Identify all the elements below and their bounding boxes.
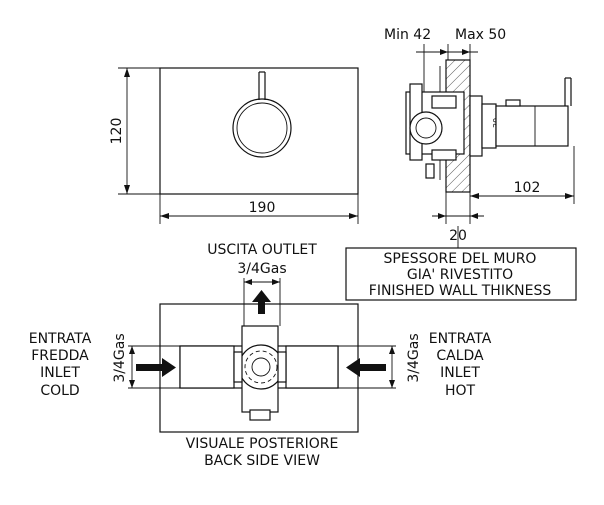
valve-port-circle xyxy=(409,111,443,145)
min-label: Min 42 xyxy=(384,27,431,43)
back-view-line1: VISUALE POSTERIORE xyxy=(186,436,339,452)
max-label: Max 50 xyxy=(455,27,506,43)
hot-line1: ENTRATA xyxy=(429,331,492,347)
height-label: 120 xyxy=(109,118,125,145)
hot-arrow-head xyxy=(346,358,360,377)
cold-line1: ENTRATA xyxy=(29,331,92,347)
hot-gas: 3/4Gas xyxy=(406,333,422,382)
width-label: 190 xyxy=(249,200,276,216)
plate-profile xyxy=(469,95,483,157)
depth-label: 102 xyxy=(514,180,541,196)
wall-note-line1: SPESSORE DEL MURO xyxy=(384,251,537,267)
back-cartridge xyxy=(238,344,284,390)
handle-body xyxy=(495,105,569,147)
hot-line4: HOT xyxy=(445,383,476,399)
cold-inlet: ENTRATA FREDDA INLET COLD 3/4Gas xyxy=(29,331,180,399)
height-dimension: 120 xyxy=(109,67,160,195)
front-plate xyxy=(159,67,359,195)
hot-arrow-shaft xyxy=(358,364,386,371)
width-dimension: 190 xyxy=(159,194,359,224)
hot-inlet: ENTRATA CALDA INLET HOT 3/4Gas xyxy=(338,331,492,399)
cold-line2: FREDDA xyxy=(31,348,89,364)
outlet-arrow-shaft xyxy=(258,300,265,314)
outlet-line2: 3/4Gas xyxy=(237,261,286,277)
wall-note: SPESSORE DEL MURO GIA' RIVESTITO FINISHE… xyxy=(345,226,577,301)
wall-note-line2: GIA' RIVESTITO xyxy=(407,267,513,283)
hot-line2: CALDA xyxy=(436,348,484,364)
outlet-arrow-head xyxy=(252,290,271,302)
front-view: 120 190 xyxy=(109,67,359,224)
wall-note-line3: FINISHED WALL THIKNESS xyxy=(369,283,552,299)
cold-gas: 3/4Gas xyxy=(112,333,128,382)
side-view: Min 42 Max 50 30 xyxy=(384,27,575,244)
front-knob-outer xyxy=(232,98,292,158)
wall-note-box xyxy=(345,247,577,301)
front-knob-inner xyxy=(236,102,288,154)
back-view: USCITA OUTLET 3/4Gas ENTRATA FREDDA INLE… xyxy=(29,242,492,469)
cold-arrow-head xyxy=(162,358,176,377)
outlet-line1: USCITA OUTLET xyxy=(207,242,317,258)
cold-arrow-shaft xyxy=(136,364,164,371)
cold-line3: INLET xyxy=(40,365,80,381)
cold-line4: COLD xyxy=(40,383,79,399)
back-view-line2: BACK SIDE VIEW xyxy=(204,453,320,469)
hot-line3: INLET xyxy=(440,365,480,381)
